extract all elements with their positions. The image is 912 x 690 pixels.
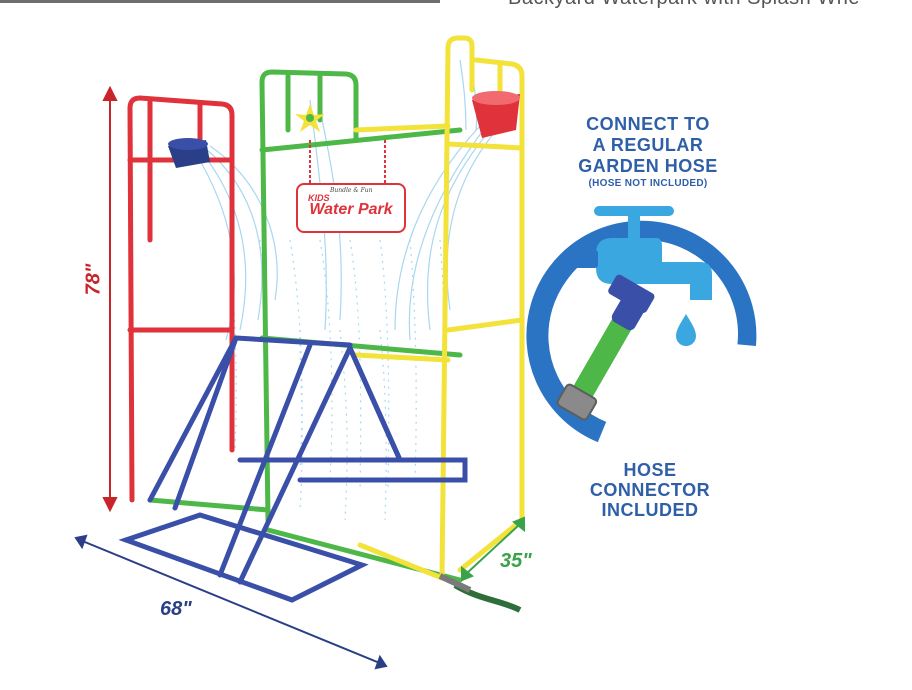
garden-hose-callout: CONNECT TO A REGULAR GARDEN HOSE (HOSE N… bbox=[548, 114, 748, 191]
splash-toys bbox=[168, 91, 520, 168]
cut-off-product-title: Backyard Waterpark with Splash Whe bbox=[508, 0, 860, 8]
water-park-sign: Bundle & Fun KIDS Water Park bbox=[296, 183, 406, 233]
callout-top-note: (HOSE NOT INCLUDED) bbox=[588, 178, 708, 189]
callout-bottom-line-3: INCLUDED bbox=[601, 500, 699, 520]
width-dimension-arrow bbox=[74, 534, 388, 670]
callout-top-line-2: A REGULAR bbox=[592, 135, 704, 155]
width-dimension-label: 68" bbox=[160, 598, 192, 620]
depth-dimension-label: 35" bbox=[500, 550, 532, 572]
callout-bottom-line-1: HOSE bbox=[623, 460, 677, 480]
sign-brand-text: Bundle & Fun bbox=[330, 187, 373, 194]
callout-top-line-3: GARDEN HOSE bbox=[578, 156, 718, 176]
sign-title-text: Water Park bbox=[309, 201, 393, 218]
depth-dimension-arrow bbox=[461, 516, 525, 582]
callout-bottom-line-2: CONNECTOR bbox=[589, 480, 711, 500]
blue-base bbox=[118, 335, 468, 603]
sign-chains bbox=[309, 140, 386, 184]
garden-hose-at-base bbox=[438, 573, 522, 613]
height-dimension-label: 78" bbox=[82, 263, 105, 296]
height-dimension-arrow bbox=[102, 85, 118, 513]
sign-kids-text: KIDS bbox=[308, 193, 330, 203]
hose-connector-graphic bbox=[526, 206, 757, 443]
callout-top-line-1: CONNECT TO bbox=[586, 114, 710, 134]
connector-included-callout: HOSE CONNECTOR INCLUDED bbox=[555, 460, 745, 520]
top-page-strip: Backyard Waterpark with Splash Whe bbox=[0, 0, 912, 8]
top-divider-line bbox=[0, 0, 440, 3]
